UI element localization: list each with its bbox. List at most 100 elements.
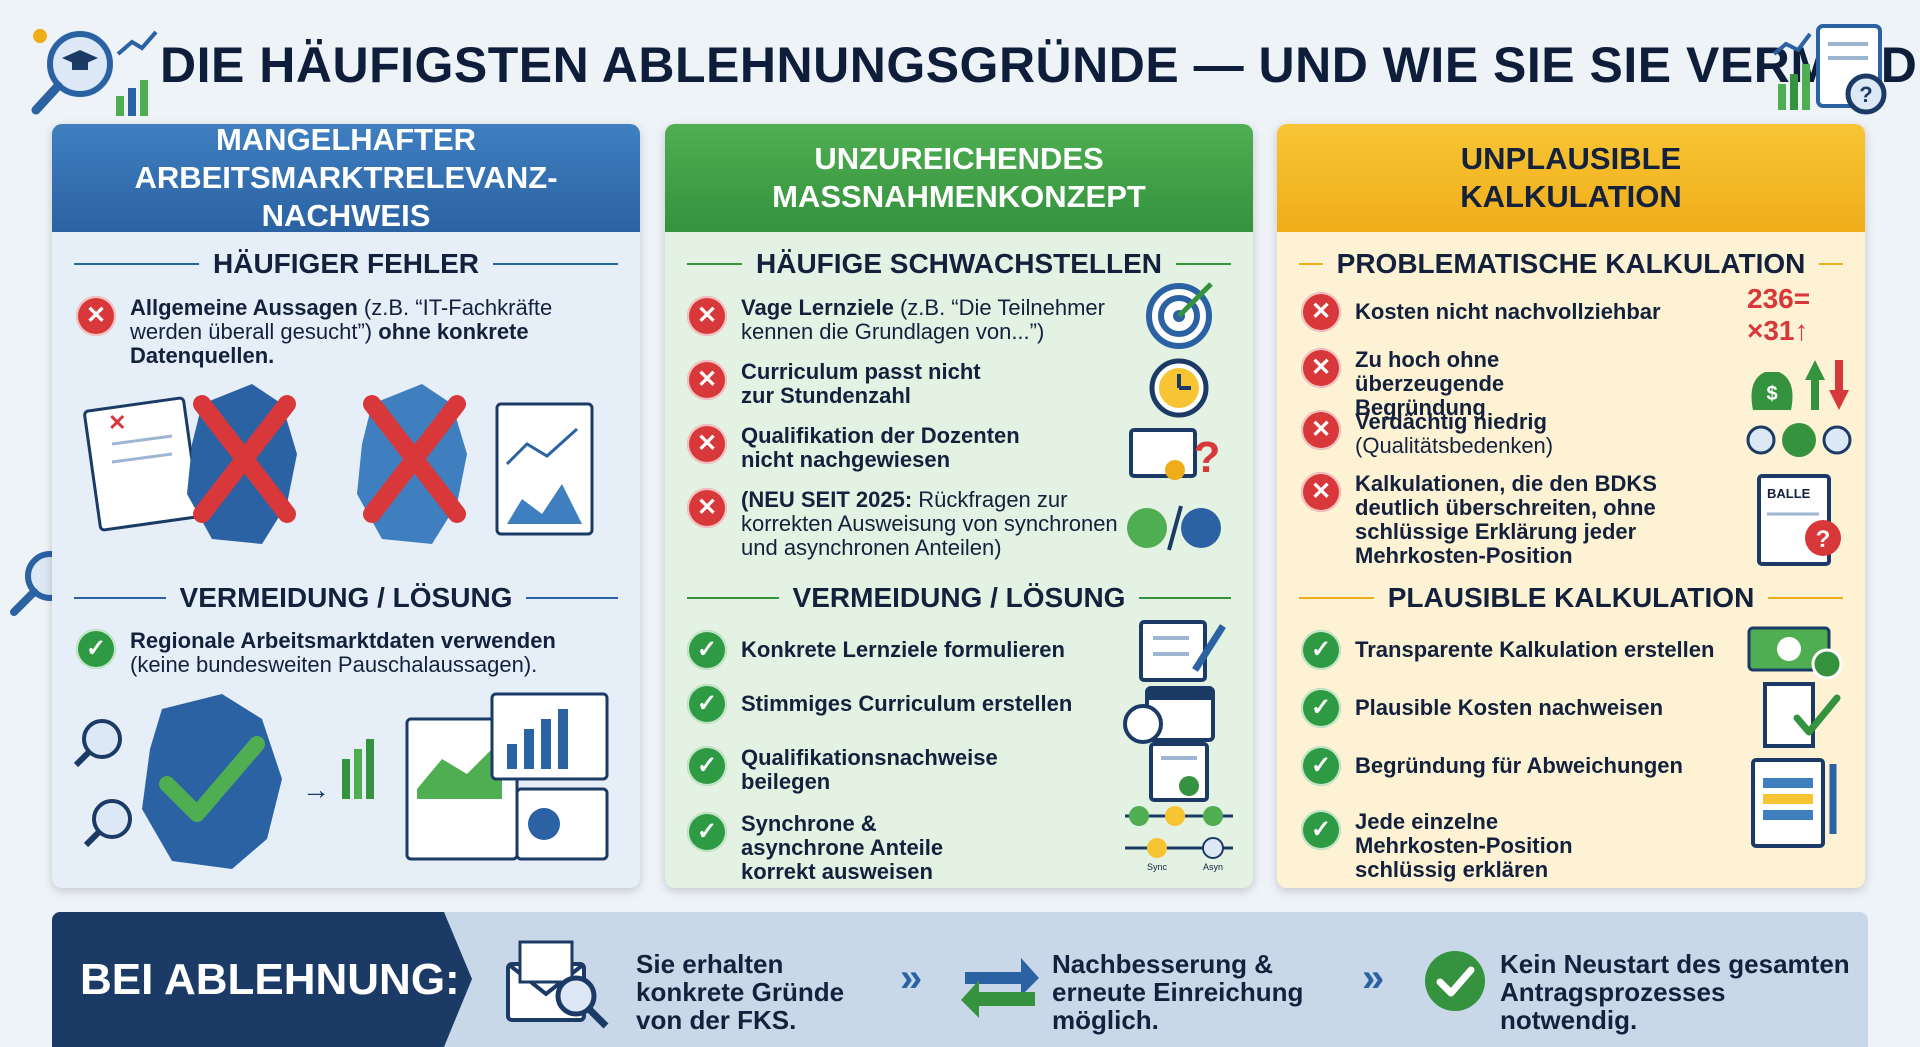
error-bold: Curriculum passt nicht zur Stundenzahl	[741, 359, 981, 408]
section-label: HÄUFIGER FEHLER	[213, 248, 479, 279]
certificate-icon	[1149, 742, 1209, 802]
svg-text:$: $	[1766, 383, 1777, 405]
solution-normal: (keine bundesweiten Pauschalaussagen).	[130, 652, 538, 677]
error-item: ✕ Zu hoch ohne überzeugende Begründung	[1301, 348, 1631, 420]
svg-text:✕: ✕	[108, 410, 126, 435]
sync-label: Sync	[1147, 862, 1168, 872]
error-normal: Rückfragen zur korrekten Ausweisung von …	[741, 487, 1118, 560]
magnifier-graduation-icon	[31, 29, 158, 116]
document-question-icon: BALLE ?	[1757, 474, 1841, 566]
check-icon: ✓	[687, 746, 727, 786]
solution-text: Jede einzelne Mehrkosten-Position schlüs…	[1355, 809, 1573, 882]
solution-text: Synchrone & asynchrone Anteile korrekt a…	[741, 811, 944, 884]
svg-text:→: →	[302, 774, 330, 805]
error-icon: ✕	[687, 296, 727, 336]
check-circle-icon	[1425, 951, 1485, 1011]
section-heading-errors: HÄUFIGE SCHWACHSTELLEN	[687, 246, 1231, 282]
async-label: Asyn	[1203, 862, 1223, 872]
error-bold: (NEU SEIT 2025:	[741, 487, 913, 512]
error-icon: ✕	[1301, 292, 1341, 332]
step-text-2: Nachbesserung & erneute Einreichung mögl…	[1052, 949, 1304, 1035]
refresh-arrows-icon	[961, 958, 1039, 1018]
error-item: ✕ Kalkulationen, die den BDKS deutlich ü…	[1301, 472, 1681, 568]
solution-text: Plausible Kosten nachweisen	[1355, 695, 1664, 720]
section-label: PLAUSIBLE KALKULATION	[1387, 582, 1755, 613]
panel-title-line2: MASSNAHMENKONZEPT	[772, 179, 1146, 214]
calendar-clock-icon	[1123, 686, 1215, 744]
sync-async-icon	[1127, 505, 1221, 551]
clock-icon	[1149, 358, 1209, 418]
solution-item: ✓ Regionale Arbeitsmarktdaten verwenden(…	[76, 629, 616, 677]
panel-title-line1: UNZUREICHENDES	[814, 141, 1104, 176]
error-bold-2: ohne konkrete Datenquellen.	[130, 319, 529, 368]
certificate-question-icon: ?	[1129, 428, 1221, 482]
panel-title-line2: ARBEITSMARKTRELEVANZ-NACHWEIS	[134, 160, 558, 233]
spreadsheet-pen-icon	[1751, 758, 1837, 848]
solution-item: ✓ Begründung für Abweichungen	[1301, 746, 1741, 786]
error-item: ✕ Curriculum passt nicht zur Stundenzahl	[687, 360, 1017, 408]
error-bold: Verdächtig niedrig	[1355, 409, 1547, 434]
step-text-3: Kein Neustart des gesamten Antragsprozes…	[1500, 949, 1850, 1035]
solution-item: ✓ Jede einzelne Mehrkosten-Position schl…	[1301, 810, 1601, 882]
envelope-magnifier-icon	[506, 940, 609, 1029]
check-icon: ✓	[1301, 810, 1341, 850]
error-item: ✕ Allgemeine Aussagen (z.B. “IT-Fachkräf…	[76, 296, 616, 368]
section-heading-errors: PROBLEMATISCHE KALKULATION	[1299, 246, 1843, 282]
section-heading-errors: HÄUFIGER FEHLER	[74, 246, 618, 282]
solution-item: ✓ Transparente Kalkulation erstellen	[1301, 630, 1741, 670]
error-normal: (z.B. “IT-Fachkräfte werden überall gesu…	[130, 295, 553, 344]
error-icon: ✕	[687, 360, 727, 400]
target-icon	[1146, 282, 1213, 349]
solution-text: Begründung für Abweichungen	[1355, 753, 1683, 778]
calculation-digits-icon: 236= ×31↑	[1747, 283, 1810, 346]
check-icon: ✓	[76, 629, 116, 669]
error-bold: Kosten nicht nachvollziehbar	[1355, 299, 1661, 324]
check-icon: ✓	[687, 630, 727, 670]
error-normal: (z.B. “Die Teilnehmer kennen die Grundla…	[741, 295, 1105, 344]
quality-people-icon	[1746, 423, 1852, 457]
panel-title-line1: UNPLAUSIBLE	[1460, 141, 1682, 176]
page-title: DIE HÄUFIGSTEN ABLEHNUNGSGRÜNDE — UND WI…	[160, 37, 1920, 93]
germany-map-rejected-illustration: ✕	[83, 384, 594, 544]
solution-item: ✓ Plausible Kosten nachweisen	[1301, 688, 1741, 728]
error-icon: ✕	[1301, 348, 1341, 388]
error-bold: Allgemeine Aussagen	[130, 295, 358, 320]
error-icon: ✕	[687, 424, 727, 464]
solution-item: ✓ Stimmiges Curriculum erstellen	[687, 684, 1127, 724]
svg-text:?: ?	[1194, 433, 1221, 482]
check-icon: ✓	[1301, 746, 1341, 786]
checklist-pen-icon	[1139, 620, 1226, 682]
error-item: ✕ Verdächtig niedrig (Qualitätsbedenken)	[1301, 410, 1631, 458]
money-bag-arrows-icon: $	[1751, 360, 1849, 410]
section-heading-solution: VERMEIDUNG / LÖSUNG	[74, 580, 619, 616]
check-icon: ✓	[687, 684, 727, 724]
error-icon: ✕	[1301, 472, 1341, 512]
error-item: ✕ Vage Lernziele (z.B. “Die Teilnehmer k…	[687, 296, 1127, 344]
section-label: VERMEIDUNG / LÖSUNG	[179, 582, 513, 613]
section-label: VERMEIDUNG / LÖSUNG	[792, 582, 1126, 613]
check-icon: ✓	[687, 812, 727, 852]
error-bold: Zu hoch ohne überzeugende Begründung	[1355, 347, 1505, 420]
document-question-icon: ?	[1772, 24, 1887, 115]
solution-text: Qualifikationsnachweise beilegen	[741, 745, 998, 794]
error-item: ✕ (NEU SEIT 2025: Rückfragen zur korrekt…	[687, 488, 1127, 560]
solution-text: Transparente Kalkulation erstellen	[1355, 637, 1715, 662]
germany-map-approved-illustration: →	[73, 692, 609, 869]
step-text-1: Sie erhalten konkrete Gründe von der FKS…	[636, 949, 845, 1035]
error-icon: ✕	[1301, 410, 1341, 450]
chevron-right-icon: »	[1362, 956, 1385, 1000]
panel-title-line2: KALKULATION	[1460, 179, 1682, 214]
sync-async-timeline-icon: Sync Asyn	[1125, 806, 1233, 872]
error-icon: ✕	[76, 296, 116, 336]
error-icon: ✕	[687, 488, 727, 528]
chevron-right-icon: »	[900, 956, 923, 1000]
svg-text:?: ?	[1816, 526, 1831, 553]
solution-item: ✓ Konkrete Lernziele formulieren	[687, 630, 1127, 670]
calc-row-2: ×31↑	[1747, 315, 1809, 346]
panel-title-line1: MANGELHAFTER	[215, 124, 477, 157]
